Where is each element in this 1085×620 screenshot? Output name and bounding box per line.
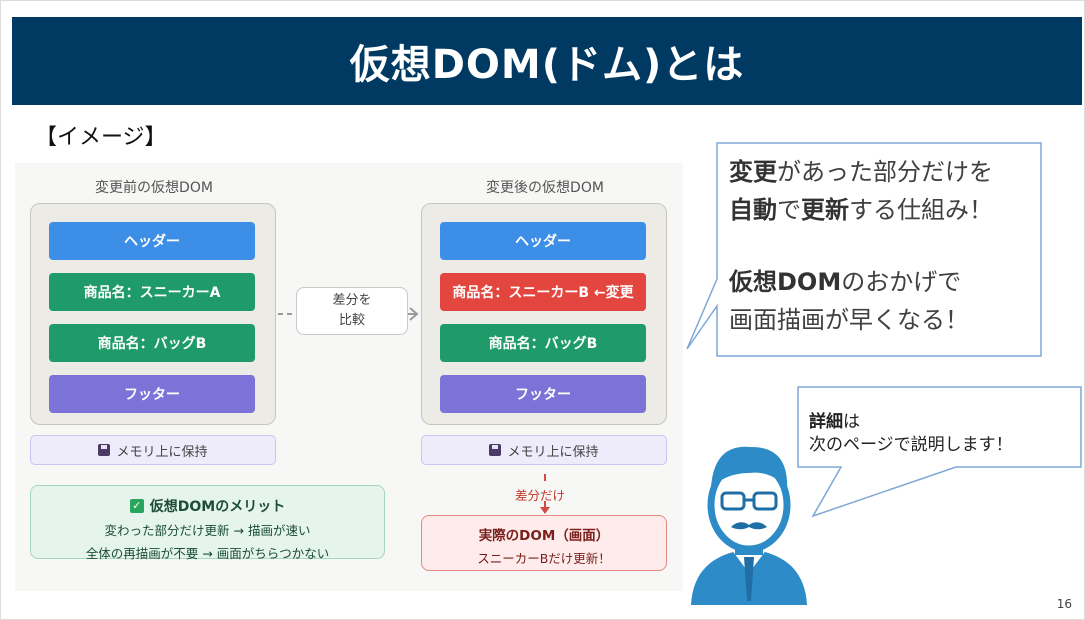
real-dom-title: 実際のDOM（画面） (478, 528, 610, 544)
person-callout-text: 詳細は 次のページで説明します！ (809, 411, 1079, 457)
slide-title: 仮想DOM(ドム)とは (349, 42, 745, 88)
main-callout-line-2-mid: で (777, 196, 801, 224)
after-product-b-block: 商品名：バッグB (440, 324, 646, 362)
merit-box: ✓ 仮想DOMのメリット 変わった部分だけ更新 → 描画が速い 全体の再描画が不… (30, 485, 385, 561)
virtual-dom-diagram: 変更前の仮想DOM 変更後の仮想DOM ヘッダー 商品名：スニーカーA 商品名：… (15, 163, 683, 591)
after-footer-block: フッター (440, 375, 646, 413)
compare-arrows (278, 307, 550, 514)
before-product-a-block: 商品名：スニーカーA (49, 273, 255, 311)
main-callout-line-1: 変更があった部分だけを (729, 153, 1039, 191)
floppy-disk-icon (98, 444, 111, 456)
before-memory-box: メモリ上に保持 (30, 435, 276, 465)
merit-line-1: 変わった部分だけ更新 → 描画が速い (104, 523, 311, 538)
merit-line-2: 全体の再描画が不要 → 画面がちらつかない (85, 546, 330, 561)
before-title: 変更前の仮想DOM (95, 180, 213, 196)
compare-diff-box: 差分を 比較 (296, 287, 408, 335)
compare-line1: 差分を (332, 293, 372, 308)
merit-title: 仮想DOMのメリット (149, 499, 286, 515)
after-header-block: ヘッダー (440, 222, 646, 260)
bold-auto: 自動 (729, 196, 777, 224)
before-header-block: ヘッダー (49, 222, 255, 260)
main-callout-line-4: 画面描画が早くなる！ (729, 306, 969, 334)
real-dom-sub: スニーカーBだけ更新！ (477, 551, 611, 566)
check-icon: ✓ (129, 499, 144, 513)
main-callout-line-1-rest: があった部分だけを (777, 158, 993, 186)
person-callout-line-1: 詳細は (809, 411, 1079, 434)
bold-change: 変更 (729, 158, 777, 186)
before-panel: ヘッダー 商品名：スニーカーA 商品名：バッグB フッター (30, 203, 276, 425)
person-callout-line-2: 次のページで説明します！ (809, 435, 1013, 455)
main-callout-line-2: 自動で更新する仕組み！ (729, 191, 1039, 229)
title-bar: 仮想DOM(ドム)とは (12, 17, 1082, 105)
after-memory-box: メモリ上に保持 (421, 435, 667, 465)
real-dom-box: 実際のDOM（画面） スニーカーBだけ更新！ (421, 515, 667, 571)
bold-update: 更新 (801, 196, 849, 224)
after-title: 変更後の仮想DOM (486, 180, 604, 196)
before-product-b-block: 商品名：バッグB (49, 324, 255, 362)
main-callout-line-3: 仮想DOMのおかげで (729, 263, 1039, 301)
before-memory-label: メモリ上に保持 (116, 444, 208, 460)
bold-virtual-dom: 仮想DOM (729, 268, 842, 296)
page-number: 16 (1056, 597, 1072, 611)
after-product-changed-block: 商品名：スニーカーB ←変更 (440, 273, 646, 311)
image-label: 【イメージ】 (35, 125, 167, 150)
bold-detail: 詳細 (809, 412, 843, 432)
after-panel: ヘッダー 商品名：スニーカーB ←変更 商品名：バッグB フッター (421, 203, 667, 425)
diff-only-label: 差分だけ (515, 488, 566, 503)
person-callout-line-1-rest: は (843, 412, 860, 432)
after-memory-label: メモリ上に保持 (507, 444, 599, 460)
before-footer-block: フッター (49, 375, 255, 413)
person-with-glasses-icon (691, 446, 807, 605)
main-callout-text: 変更があった部分だけを 自動で更新する仕組み！ 仮想DOMのおかげで 画面描画が… (729, 153, 1039, 339)
main-callout-line-3-rest: のおかげで (841, 268, 962, 296)
main-callout-line-2-rest: する仕組み！ (849, 196, 993, 224)
floppy-disk-icon (489, 444, 502, 456)
compare-line2: 比較 (338, 313, 365, 328)
